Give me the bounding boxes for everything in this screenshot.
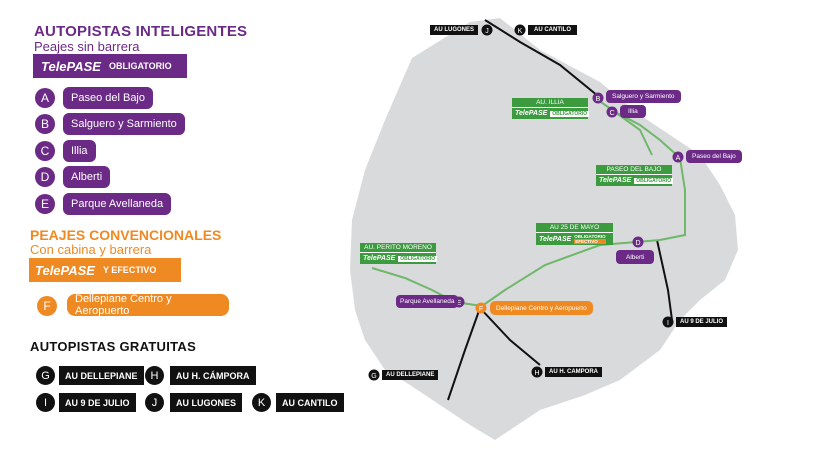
smart-subtitle: Peajes sin barrera xyxy=(34,39,140,54)
sign-name: AU. PERITO MORENO xyxy=(360,243,436,252)
free-letter-k: K xyxy=(252,393,271,412)
toll-label-salguero: Salguero y Sarmiento xyxy=(63,113,185,135)
sign-au-25-de-mayo: AU 25 DE MAYO TelePASE OBLIGATORIO EFECT… xyxy=(536,223,613,245)
toll-letter-a: A xyxy=(35,88,55,108)
toll-label-dellepiane: Dellepiane Centro y Aeropuerto xyxy=(67,293,229,317)
svg-text:J: J xyxy=(485,28,489,35)
map-toll-illia: Illia xyxy=(620,105,646,118)
telepase-logo: TelePASE xyxy=(363,255,396,262)
free-letter-j: J xyxy=(145,393,164,412)
road-dellepiane xyxy=(447,307,481,401)
sign-perito-moreno: AU. PERITO MORENO TelePASE OBLIGATORIO xyxy=(360,243,438,264)
toll-marker-f xyxy=(475,302,487,314)
free-letter-i: I xyxy=(36,393,55,412)
svg-text:A: A xyxy=(676,155,681,162)
telepase-logo: TelePASE xyxy=(515,110,548,117)
toll-marker-d xyxy=(632,236,644,248)
map-label-cantilo: AU CANTILO xyxy=(528,25,577,35)
toll-label-illia: Illia xyxy=(63,140,96,162)
telepase-logo: TelePASE xyxy=(35,262,95,278)
road-campora xyxy=(479,307,541,366)
free-label-dellepiane: AU DELLEPIANE xyxy=(59,366,144,385)
sign-name: AU 25 DE MAYO xyxy=(536,223,613,232)
free-title: AUTOPISTAS GRATUITAS xyxy=(30,339,197,354)
sign-tag: OBLIGATORIO xyxy=(574,234,606,239)
svg-text:H: H xyxy=(534,370,539,377)
road-lugones xyxy=(484,19,599,97)
svg-text:B: B xyxy=(596,96,601,103)
badge-text: Y EFECTIVO xyxy=(102,265,157,275)
toll-label-parque-avellaneda: Parque Avellaneda xyxy=(63,193,172,215)
map-label-campora: AU H. CAMPORA xyxy=(545,367,602,377)
telepase-obligatorio-badge: TelePASE OBLIGATORIO xyxy=(33,54,187,78)
sign-tag: OBLIGATORIO xyxy=(398,255,438,262)
sign-name: AU. ILLIA xyxy=(512,98,588,107)
free-label-campora: AU H. CÁMPORA xyxy=(170,366,256,385)
sign-name: PASEO DEL BAJO xyxy=(596,165,672,174)
map-toll-parque-avellaneda: Parque Avellaneda xyxy=(396,295,459,308)
toll-letter-e: E xyxy=(35,194,55,214)
telepase-logo: TelePASE xyxy=(539,235,572,243)
free-label-lugones: AU LUGONES xyxy=(170,393,243,412)
conventional-title: PEAJES CONVENCIONALES xyxy=(30,227,222,243)
free-marker-g xyxy=(368,369,380,381)
sign-tag: OBLIGATORIO xyxy=(550,110,590,117)
road-25-de-mayo xyxy=(481,239,661,307)
map-toll-dellepiane: Dellepiane Centro y Aeropuerto xyxy=(490,301,593,315)
toll-label-alberti: Alberti xyxy=(63,166,111,188)
svg-text:E: E xyxy=(457,300,462,307)
svg-text:K: K xyxy=(518,28,523,35)
badge-text: OBLIGATORIO xyxy=(108,61,172,71)
sign-paseo-del-bajo: PASEO DEL BAJO TelePASE OBLIGATORIO xyxy=(596,165,674,186)
svg-text:F: F xyxy=(479,306,483,313)
toll-marker-c xyxy=(606,106,618,118)
free-letter-h: H xyxy=(145,366,164,385)
svg-text:I: I xyxy=(667,320,669,327)
conventional-subtitle: Con cabina y barrera xyxy=(30,242,152,257)
free-marker-i xyxy=(662,316,674,328)
map-toll-alberti: Alberti xyxy=(616,250,655,264)
svg-text:G: G xyxy=(371,373,376,380)
road-9-de-julio xyxy=(656,239,673,321)
sign-tag-efectivo: EFECTIVO xyxy=(574,239,606,244)
map-label-dellepiane: AU DELLEPIANE xyxy=(382,370,439,380)
telepase-efectivo-badge: TelePASE Y EFECTIVO xyxy=(29,258,181,282)
telepase-logo: TelePASE xyxy=(41,58,101,74)
toll-marker-a xyxy=(672,151,684,163)
toll-letter-c: C xyxy=(35,141,55,161)
toll-marker-b xyxy=(592,92,604,104)
telepase-logo: TelePASE xyxy=(599,177,632,184)
free-marker-h xyxy=(531,366,543,378)
toll-label-paseo-del-bajo: Paseo del Bajo xyxy=(63,87,153,109)
free-label-9-de-julio: AU 9 DE JULIO xyxy=(59,393,136,412)
map-label-9-de-julio: AU 9 DE JULIO xyxy=(676,317,728,327)
smart-title: AUTOPISTAS INTELIGENTES xyxy=(34,23,248,40)
free-label-cantilo: AU CANTILO xyxy=(276,393,344,412)
sign-tag: OBLIGATORIO xyxy=(634,177,674,184)
toll-letter-f: F xyxy=(37,296,57,316)
svg-text:C: C xyxy=(609,110,614,117)
map-toll-salguero: Salguero y Sarmiento xyxy=(606,90,681,103)
free-letter-g: G xyxy=(36,366,55,385)
toll-letter-b: B xyxy=(35,114,55,134)
map-toll-paseo-del-bajo: Paseo del Bajo xyxy=(686,150,742,163)
free-marker-j xyxy=(481,24,493,36)
sign-au-illia: AU. ILLIA TelePASE OBLIGATORIO xyxy=(512,98,590,119)
map-label-lugones: AU LUGONES xyxy=(430,25,479,35)
free-marker-k xyxy=(514,24,526,36)
svg-text:D: D xyxy=(635,240,640,247)
toll-letter-d: D xyxy=(35,167,55,187)
